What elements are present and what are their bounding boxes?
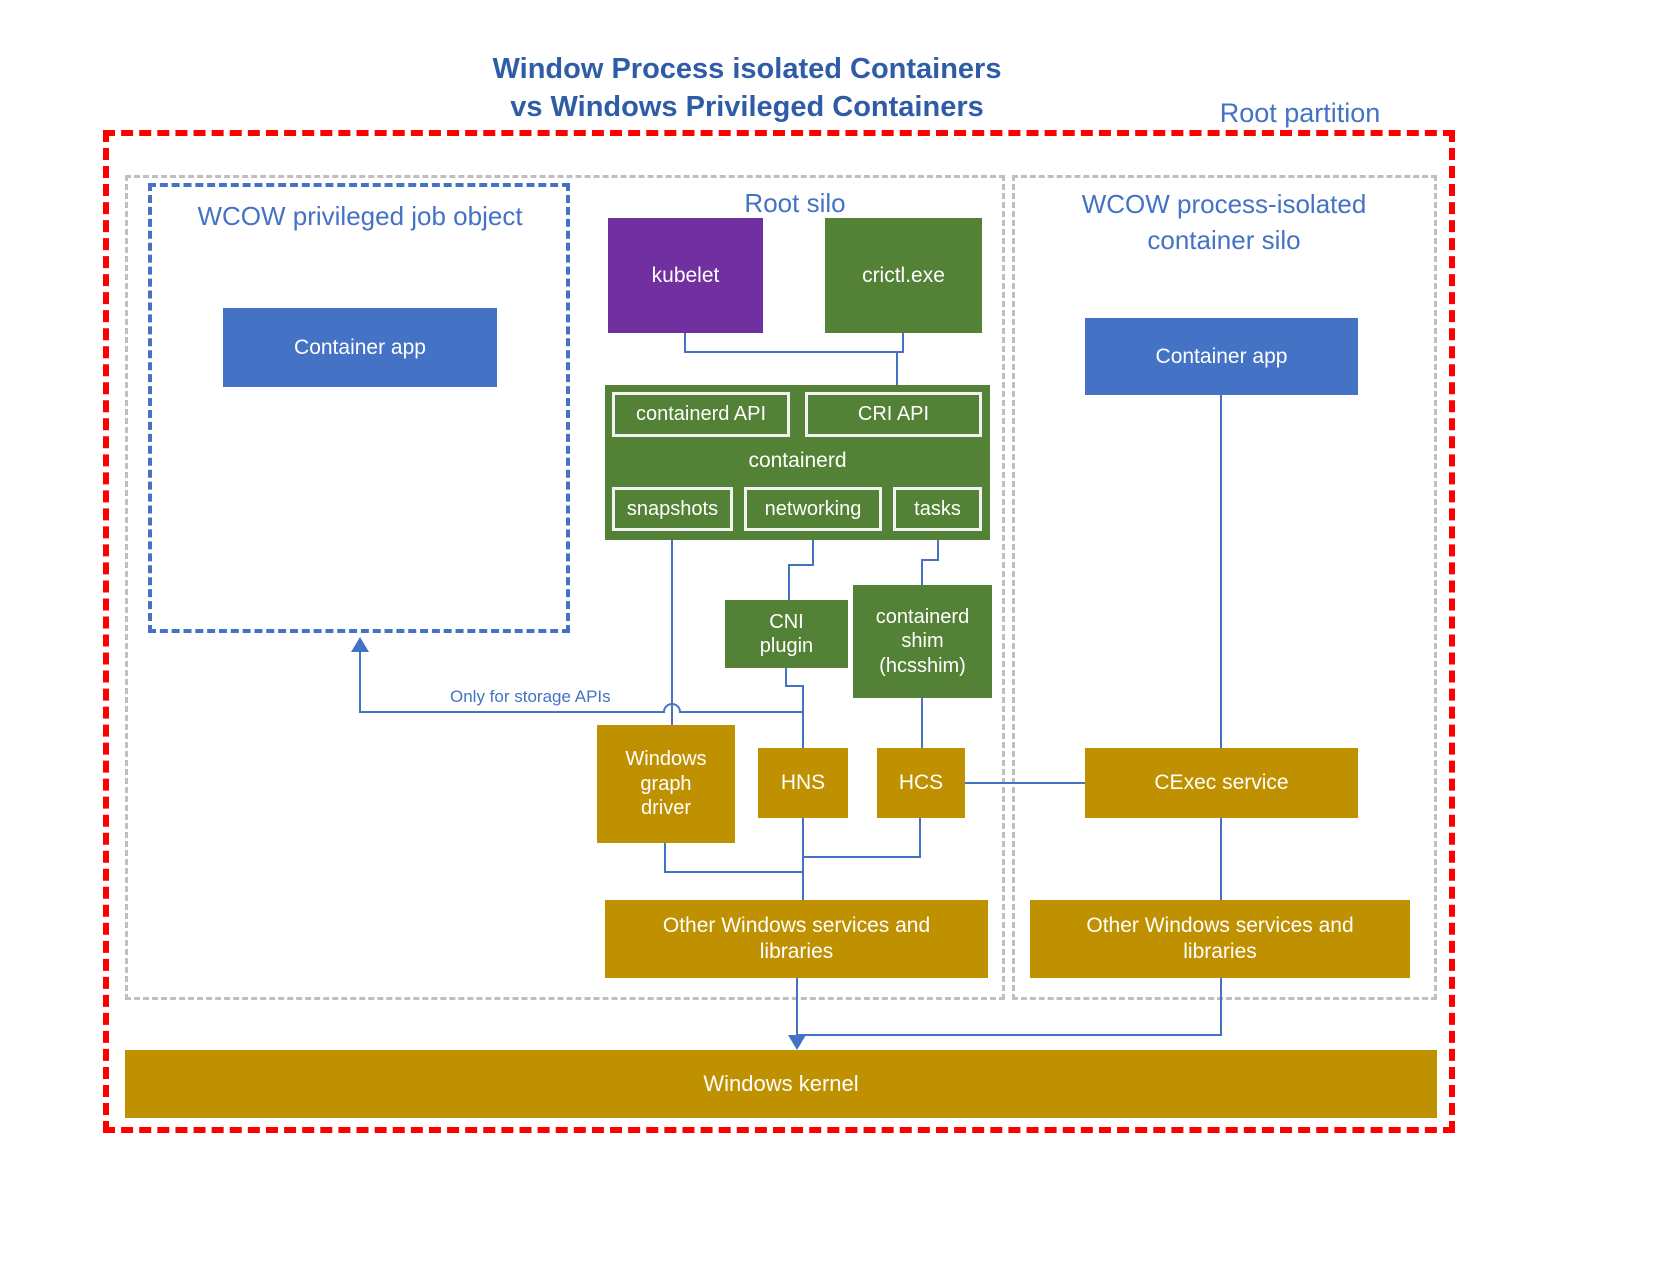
cri-api-box: CRI API — [805, 392, 982, 437]
only-for-storage-label: Only for storage APIs — [450, 687, 611, 706]
networking-box: networking — [744, 487, 882, 531]
privileged-job-object-label: WCOW privileged job object — [197, 201, 523, 231]
hns-box: HNS — [758, 748, 848, 818]
other-windows-right-box: Other Windows services and libraries — [1030, 900, 1410, 978]
kubelet-box: kubelet — [608, 218, 763, 333]
container-silo-frame — [1012, 175, 1437, 1000]
windows-graph-driver-box: Windows graph driver — [597, 725, 735, 843]
root-silo-frame — [125, 175, 1005, 1000]
containerd-label: containerd — [748, 449, 847, 473]
containerd-api-box: containerd API — [612, 392, 790, 437]
hcs-box: HCS — [877, 748, 965, 818]
root-partition-frame — [103, 130, 1455, 1133]
process-isolated-silo-label: WCOW process-isolated container silo — [1081, 189, 1367, 255]
root-partition-label: Root partition — [1219, 98, 1381, 128]
other-windows-left-box: Other Windows services and libraries — [605, 900, 988, 978]
cexec-service-box: CExec service — [1085, 748, 1358, 818]
page-title: Window Process isolated Containers vs Wi… — [397, 50, 1097, 126]
title-line-1: Window Process isolated Containers — [492, 53, 1002, 85]
privileged-job-object-frame — [148, 183, 570, 633]
container-app-left-box: Container app — [223, 308, 497, 387]
tasks-box: tasks — [893, 487, 982, 531]
title-line-2: vs Windows Privileged Containers — [510, 91, 984, 123]
root-silo-label: Root silo — [744, 188, 846, 218]
crictl-box: crictl.exe — [825, 218, 982, 333]
windows-kernel-box: Windows kernel — [125, 1050, 1437, 1118]
snapshots-box: snapshots — [612, 487, 733, 531]
cni-plugin-box: CNI plugin — [725, 600, 848, 668]
container-app-right-box: Container app — [1085, 318, 1358, 395]
containerd-shim-box: containerd shim (hcsshim) — [853, 585, 992, 698]
